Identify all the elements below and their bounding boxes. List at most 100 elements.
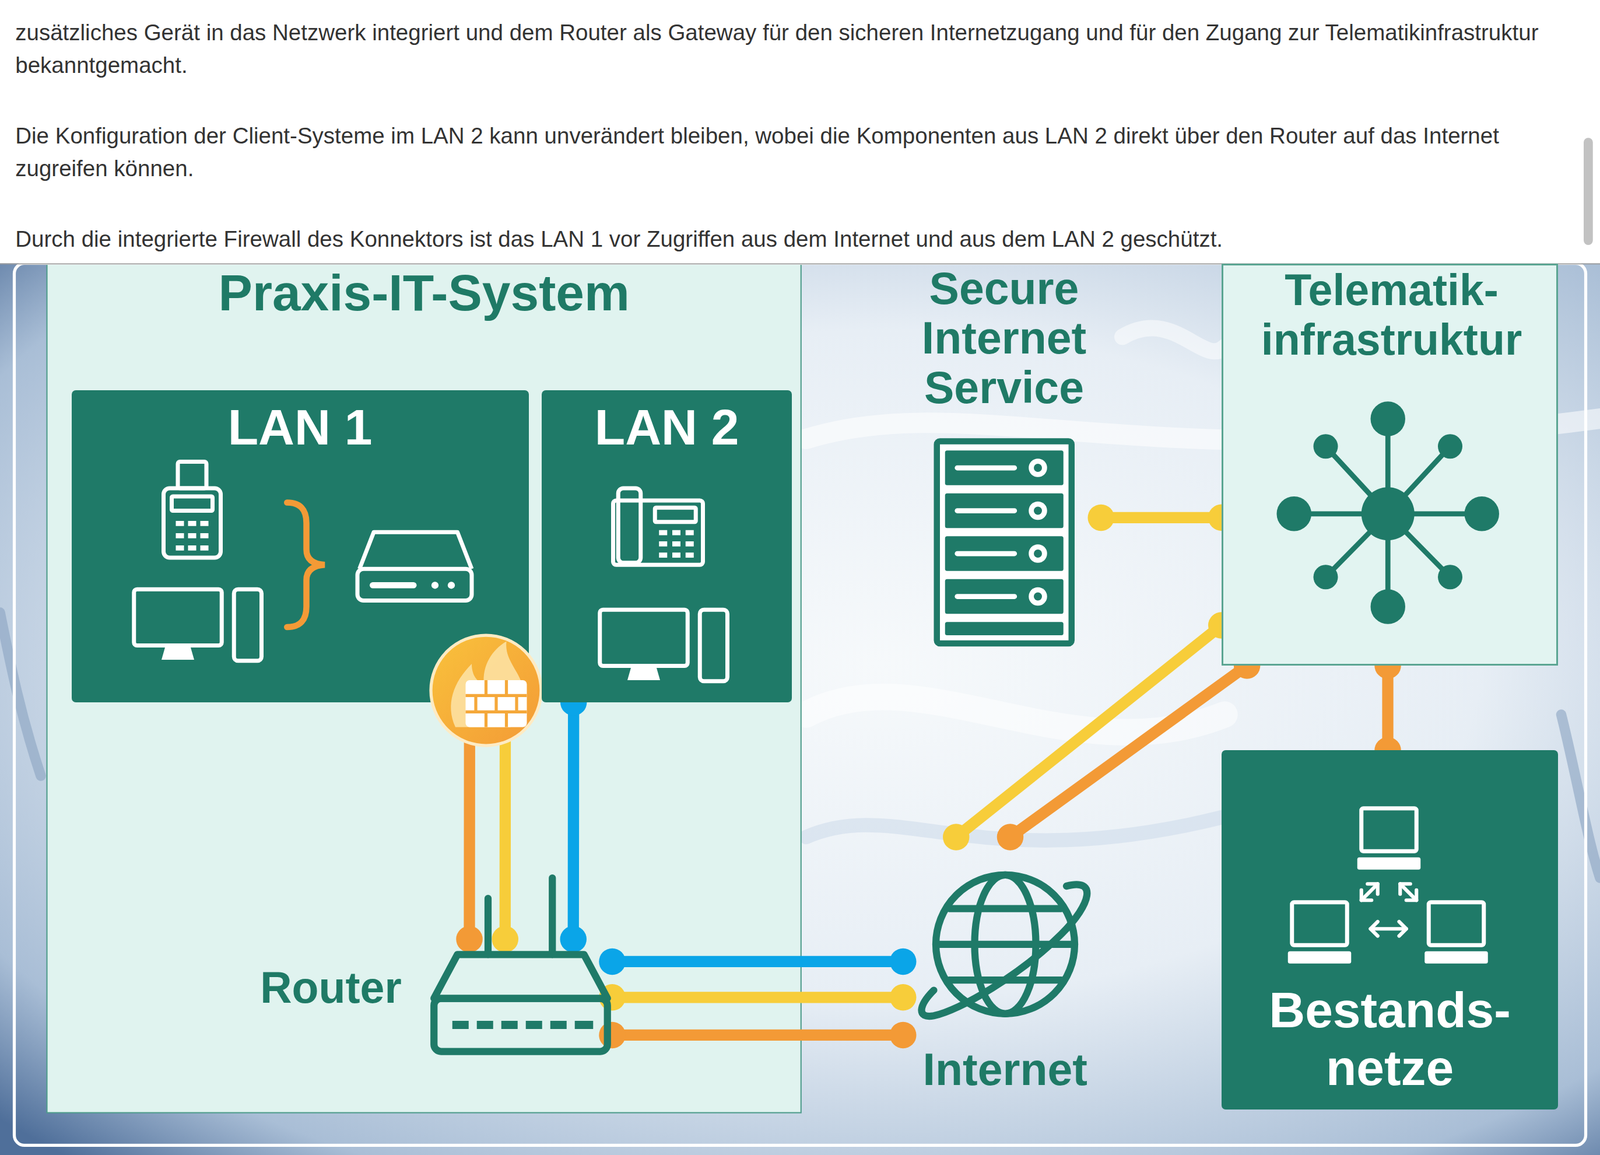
icon-rect (685, 552, 694, 558)
icon-path (1122, 328, 1225, 352)
paragraph-text: Die Konfiguration der Client-Systeme im … (15, 119, 1559, 185)
icon-rect (655, 507, 697, 522)
node-label: Telematik- infrastruktur (1233, 265, 1550, 366)
system-panel-fill (47, 262, 802, 1112)
icon-circle (1437, 433, 1463, 459)
internet: Internet (903, 836, 1108, 1103)
connector-dot (598, 1021, 626, 1049)
icon-circle (1028, 544, 1048, 563)
icon-rect (171, 496, 213, 511)
icon-circle (430, 581, 438, 589)
photo-ground (0, 262, 1600, 1155)
icon-circle (1028, 586, 1048, 606)
icon-rect (700, 609, 728, 682)
icon-g (627, 529, 694, 680)
icon-rect (200, 545, 209, 551)
icon-line (514, 695, 518, 712)
connector (559, 688, 587, 953)
icon-rect (659, 541, 668, 547)
icon-g (1361, 883, 1417, 936)
node-label: Secure Internet Service (912, 263, 1097, 413)
icon-rect (357, 568, 472, 600)
icon-circle (1437, 564, 1463, 589)
icon-rect (433, 998, 608, 1052)
icon-path (359, 531, 472, 569)
icon-circle (1033, 549, 1042, 558)
icon-circle (1361, 486, 1415, 540)
scrollbar (1583, 137, 1594, 245)
icon-path (1406, 889, 1417, 901)
icon-rect (937, 440, 1072, 644)
icon-rect (600, 609, 689, 666)
icon-rect (659, 529, 668, 535)
icon-line (494, 695, 498, 712)
text-block: Durch die integrierte Firewall des Konne… (15, 222, 1559, 256)
system-panel: Praxis-IT-SystemLAN 1LAN 2Router (47, 263, 802, 1113)
icon-circle (1276, 496, 1312, 532)
icon-g (1028, 458, 1048, 606)
icon-circle (447, 581, 455, 589)
icon-rect (945, 578, 1064, 614)
icon-rect (187, 545, 196, 551)
icon-g (921, 874, 1087, 1016)
icon-path (1367, 883, 1378, 895)
connector-line (956, 625, 1222, 837)
icon-rect (618, 488, 642, 563)
icon-rect (672, 529, 681, 535)
icon-line (504, 679, 508, 696)
icon-path (921, 883, 1087, 1016)
connector-dot (889, 983, 917, 1011)
connector-dot (1088, 504, 1115, 532)
icon-circle (1033, 506, 1042, 515)
icon-line (483, 897, 491, 954)
icon-g (1033, 463, 1042, 601)
icon-path (433, 953, 608, 998)
icon-rect (465, 679, 527, 728)
icon-rect (945, 535, 1064, 571)
icon-rect (1292, 902, 1348, 946)
icon-line (483, 679, 487, 696)
connector-dot (492, 925, 519, 953)
icon-line (957, 593, 1015, 599)
icon-circle (1313, 433, 1338, 459)
icon-g (1276, 401, 1500, 624)
icon-rect (1361, 808, 1417, 852)
icon-rect (175, 545, 184, 551)
icon-line (1400, 883, 1417, 901)
icon-rect (525, 1020, 542, 1029)
icon-rect (685, 529, 694, 535)
icon-line (949, 904, 1062, 912)
icon-rect (945, 492, 1064, 528)
icon-rect (200, 532, 209, 539)
icon-rect (1424, 951, 1489, 964)
connector-line (612, 1029, 904, 1041)
icon-rect (451, 1020, 469, 1029)
icon-line (1361, 883, 1378, 901)
icon-path (1398, 921, 1406, 936)
network-panel: Telematik- infrastruktur (1221, 263, 1559, 666)
paragraph-text: Durch die integrierte Firewall des Konne… (15, 222, 1559, 256)
icon-g (1293, 418, 1482, 607)
icon-rect (187, 532, 196, 539)
icon-rect (945, 621, 1064, 635)
icon-g (1288, 857, 1489, 964)
icon-rect (685, 541, 694, 547)
connector (598, 983, 917, 1011)
icon-path (286, 502, 325, 627)
connector (1374, 651, 1402, 764)
connector (598, 948, 917, 975)
connector (598, 1021, 917, 1049)
icon-rect (175, 520, 184, 526)
connector-dot (889, 948, 917, 975)
icon-rect (1428, 902, 1484, 946)
icon-g (451, 1020, 594, 1029)
icon-path (1370, 921, 1378, 936)
icon-rect (369, 581, 417, 589)
icon-line (483, 711, 487, 727)
node-label: Bestands- netze (1231, 980, 1549, 1097)
icon-g (945, 450, 1064, 635)
icon-circle (1028, 458, 1048, 477)
connector-dot (889, 1021, 917, 1049)
icon-circle (1370, 588, 1406, 624)
